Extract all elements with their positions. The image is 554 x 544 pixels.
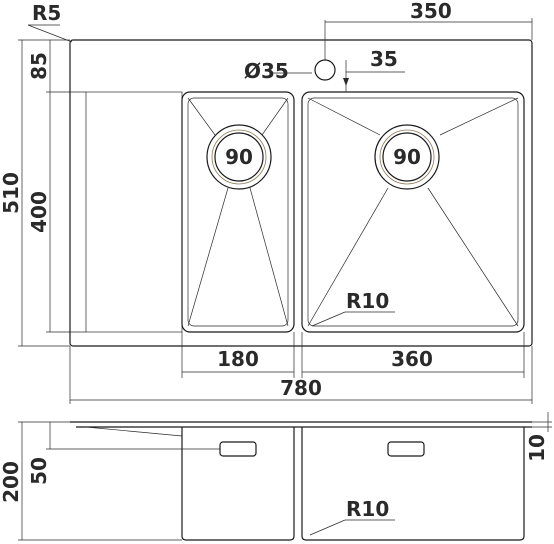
right-drain-inner: [382, 132, 432, 182]
right-drain-outer: [374, 124, 440, 190]
label-r10-top: R10: [346, 289, 389, 313]
label-180: 180: [217, 347, 259, 371]
label-360: 360: [391, 347, 433, 371]
right-bowl-inner: [307, 97, 519, 327]
label-400: 400: [27, 191, 51, 233]
label-r5: R5: [32, 1, 61, 25]
label-drain-left: 90: [225, 145, 253, 169]
label-r10-bottom: R10: [346, 497, 389, 521]
label-10: 10: [525, 434, 549, 462]
label-drain-right: 90: [393, 145, 421, 169]
label-50: 50: [27, 457, 51, 485]
label-510: 510: [0, 172, 23, 214]
right-bowl-outer: [301, 91, 525, 333]
front-left-bowl: [181, 427, 295, 541]
tap-hole: [314, 59, 336, 81]
deck-outline: [69, 39, 533, 347]
left-drain-outer: [206, 124, 272, 190]
label-35: 35: [370, 47, 398, 71]
right-overflow: [387, 441, 425, 457]
label-200: 200: [0, 461, 23, 503]
left-overflow: [219, 441, 257, 457]
label-85: 85: [27, 52, 51, 80]
drainboard: [85, 91, 183, 333]
label-350: 350: [410, 0, 452, 23]
left-drain-inner: [214, 132, 264, 182]
left-bowl-inner: [187, 97, 289, 327]
label-780: 780: [280, 376, 322, 400]
left-bowl-outer: [181, 91, 295, 333]
front-right-bowl: [301, 427, 525, 541]
label-tap-hole: Ø35: [244, 59, 289, 83]
